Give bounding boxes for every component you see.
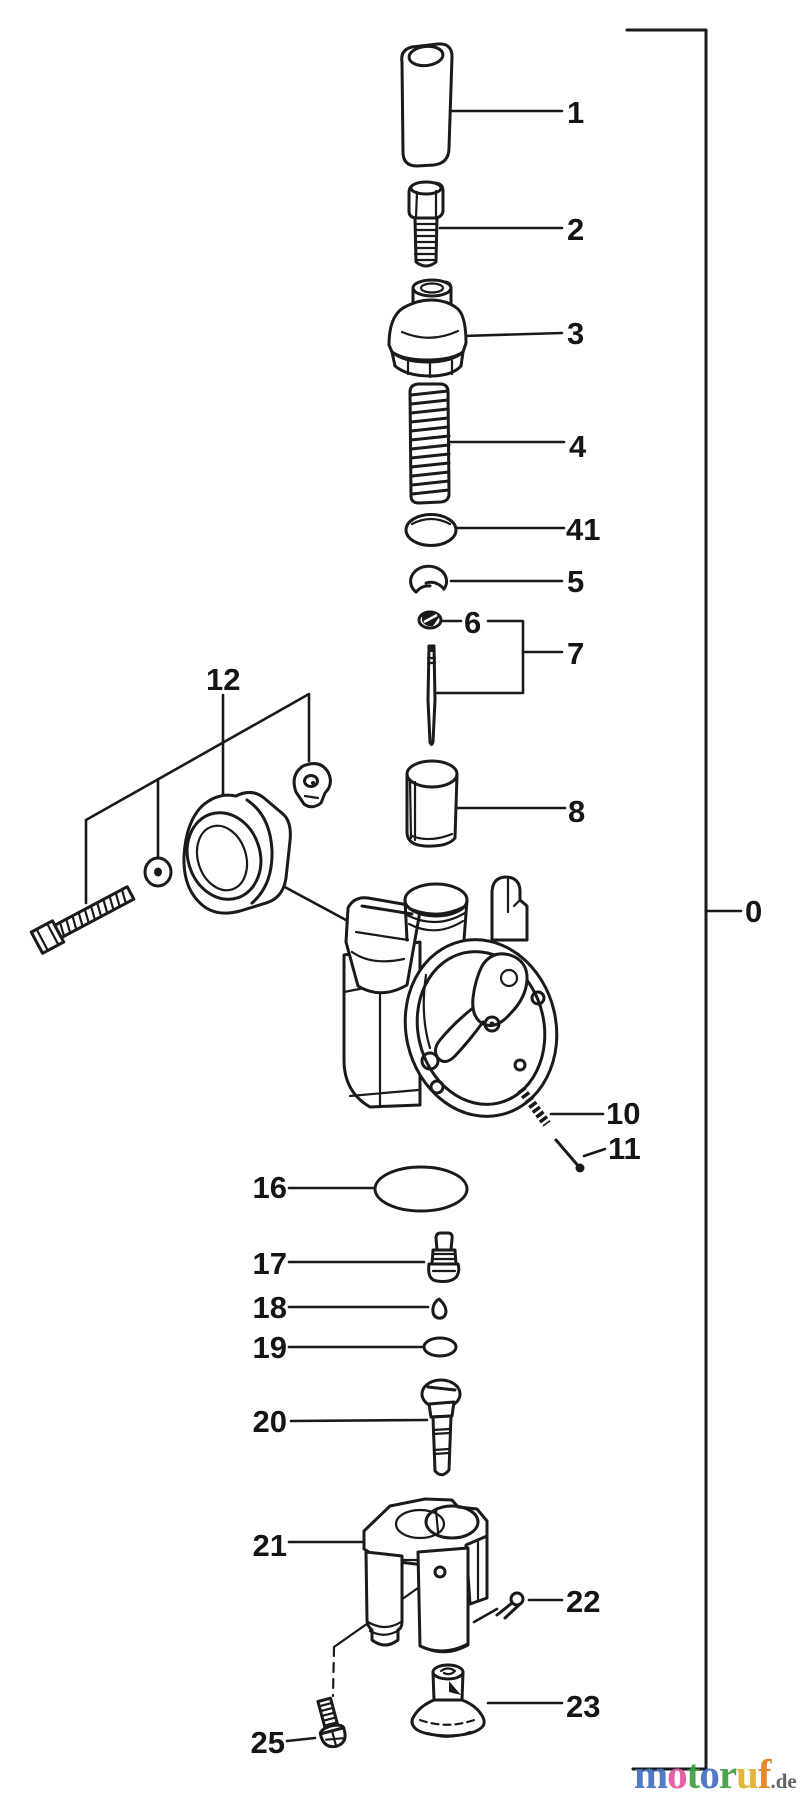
callout-17: 17	[253, 1246, 287, 1281]
callout-23: 23	[566, 1689, 600, 1724]
callout-22: 22	[566, 1584, 600, 1619]
part-8-throttle-slide	[405, 759, 459, 848]
leader-11	[582, 1147, 607, 1158]
part-7-jet-needle	[426, 644, 437, 746]
part-17-valve-seat	[427, 1231, 461, 1283]
watermark-letter: t	[686, 1751, 701, 1797]
part-4-spring	[408, 382, 451, 505]
callout-12: 12	[206, 662, 240, 697]
callout-6: 6	[464, 605, 481, 640]
leader-6-7-bracket	[435, 619, 564, 695]
clamp-bolt	[29, 885, 136, 955]
watermark-letter: m	[634, 1751, 668, 1797]
callout-1: 1	[567, 95, 584, 130]
part-5-clip	[409, 564, 449, 594]
callout-25: 25	[251, 1725, 285, 1760]
cable-grommet	[292, 762, 332, 809]
part-23-strainer-cup	[410, 1663, 486, 1738]
callout-16: 16	[253, 1170, 287, 1205]
part-11-pin	[554, 1138, 585, 1173]
callout-2: 2	[567, 212, 584, 247]
callout-41: 41	[566, 512, 600, 547]
part-6-needle-clip	[417, 610, 443, 630]
part-25-screw	[316, 1696, 347, 1749]
leader-25-dashed	[331, 1645, 336, 1698]
leader-25	[285, 1736, 317, 1743]
watermark-letter: o	[699, 1751, 719, 1797]
part-1-cable-cap	[400, 42, 454, 168]
motoruf-watermark: motoruf.de	[634, 1750, 797, 1798]
callout-11: 11	[608, 1131, 641, 1166]
part-20-bowl-screw	[420, 1378, 462, 1477]
part-2-adjuster-screw	[407, 180, 445, 268]
watermark-letter: f	[757, 1751, 772, 1797]
part-41-ring	[404, 513, 458, 547]
callout-4: 4	[569, 429, 587, 464]
part-12-lever-clamp-assembly	[29, 762, 332, 955]
watermark-letter: o	[667, 1751, 687, 1797]
watermark-letter: r	[718, 1751, 737, 1797]
callout-labels: 1 2 3 4 41 5 6 7 8 0 10 11 12 16 17 18 1…	[206, 95, 762, 1760]
assembly-bracket-0	[625, 28, 743, 1771]
part-16-oring	[373, 1165, 469, 1213]
part-21-float-chamber	[362, 1497, 489, 1654]
leader-lines	[84, 109, 607, 1743]
carburetor-body	[342, 875, 559, 1118]
callout-18: 18	[253, 1290, 287, 1325]
callout-7: 7	[567, 636, 584, 671]
callout-3: 3	[567, 316, 584, 351]
watermark-suffix: .de	[770, 1769, 797, 1793]
callout-20: 20	[253, 1404, 287, 1439]
callout-21: 21	[253, 1528, 287, 1563]
leader-20	[289, 1418, 429, 1423]
part-19-oring	[422, 1336, 458, 1358]
callout-8: 8	[568, 794, 585, 829]
callout-0: 0	[745, 894, 762, 929]
leader-12-branches	[84, 692, 311, 905]
part-22-clip	[495, 1591, 525, 1620]
leader-22	[472, 1598, 564, 1624]
part-10-spring	[517, 1086, 551, 1127]
part-18-float-needle	[431, 1297, 448, 1320]
part-3-cap-nut	[387, 278, 468, 379]
callout-5: 5	[567, 564, 584, 599]
clamp-washer	[143, 856, 173, 888]
throttle-clamp	[182, 791, 292, 915]
callout-19: 19	[253, 1330, 287, 1365]
callout-10: 10	[606, 1096, 640, 1131]
watermark-letter: u	[736, 1751, 759, 1797]
leader-3	[461, 331, 564, 338]
